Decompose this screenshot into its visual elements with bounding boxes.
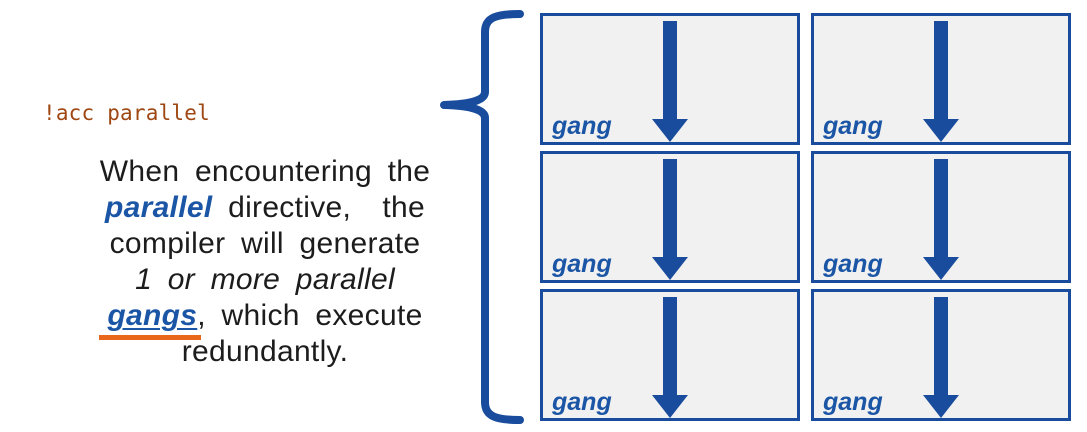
description-line: redundantly. <box>35 334 495 370</box>
gang-label: gang <box>823 249 883 278</box>
text-segment: When encountering the <box>99 155 431 188</box>
arrow-shaft <box>934 297 948 396</box>
arrow-head <box>652 119 688 142</box>
arrow-shaft <box>663 159 677 258</box>
description-line: compiler will generate <box>35 226 495 262</box>
gang-box: gang <box>540 13 800 145</box>
text-segment: , which execute <box>197 299 423 332</box>
arrow-shaft <box>663 297 677 396</box>
text-segment: compiler will generate <box>109 227 421 260</box>
arrow-shaft <box>934 159 948 258</box>
gang-label: gang <box>552 249 612 278</box>
gang-label: gang <box>823 387 883 416</box>
left-curly-brace <box>440 10 524 424</box>
description-line: parallel directive, the <box>35 190 495 226</box>
text-segment: 1 or more parallel <box>135 263 395 296</box>
gang-label: gang <box>552 111 612 140</box>
arrow-head <box>652 395 688 418</box>
gang-label: gang <box>552 387 612 416</box>
text-segment: directive, the <box>212 191 426 224</box>
arrow-head <box>652 257 688 280</box>
description-line: gangs, which execute <box>35 298 495 334</box>
gang-box: gang <box>811 13 1071 145</box>
arrow-head <box>923 257 959 280</box>
gang-box: gang <box>540 151 800 283</box>
arrow-shaft <box>934 21 948 120</box>
gang-box: gang <box>540 289 800 421</box>
gangs-link[interactable]: gangs <box>107 299 198 332</box>
arrow-head <box>923 395 959 418</box>
gang-box: gang <box>811 151 1071 283</box>
gang-label: gang <box>823 111 883 140</box>
description-line: When encountering the <box>35 154 495 190</box>
gang-grid: gang gang gang gang gang gang <box>540 13 1071 421</box>
arrow-shaft <box>663 21 677 120</box>
description-line: 1 or more parallel <box>35 262 495 298</box>
text-segment: redundantly. <box>181 335 349 368</box>
arrow-head <box>923 119 959 142</box>
code-directive-text: !acc parallel <box>43 101 210 125</box>
gang-box: gang <box>811 289 1071 421</box>
keyword-text: parallel <box>104 191 213 224</box>
